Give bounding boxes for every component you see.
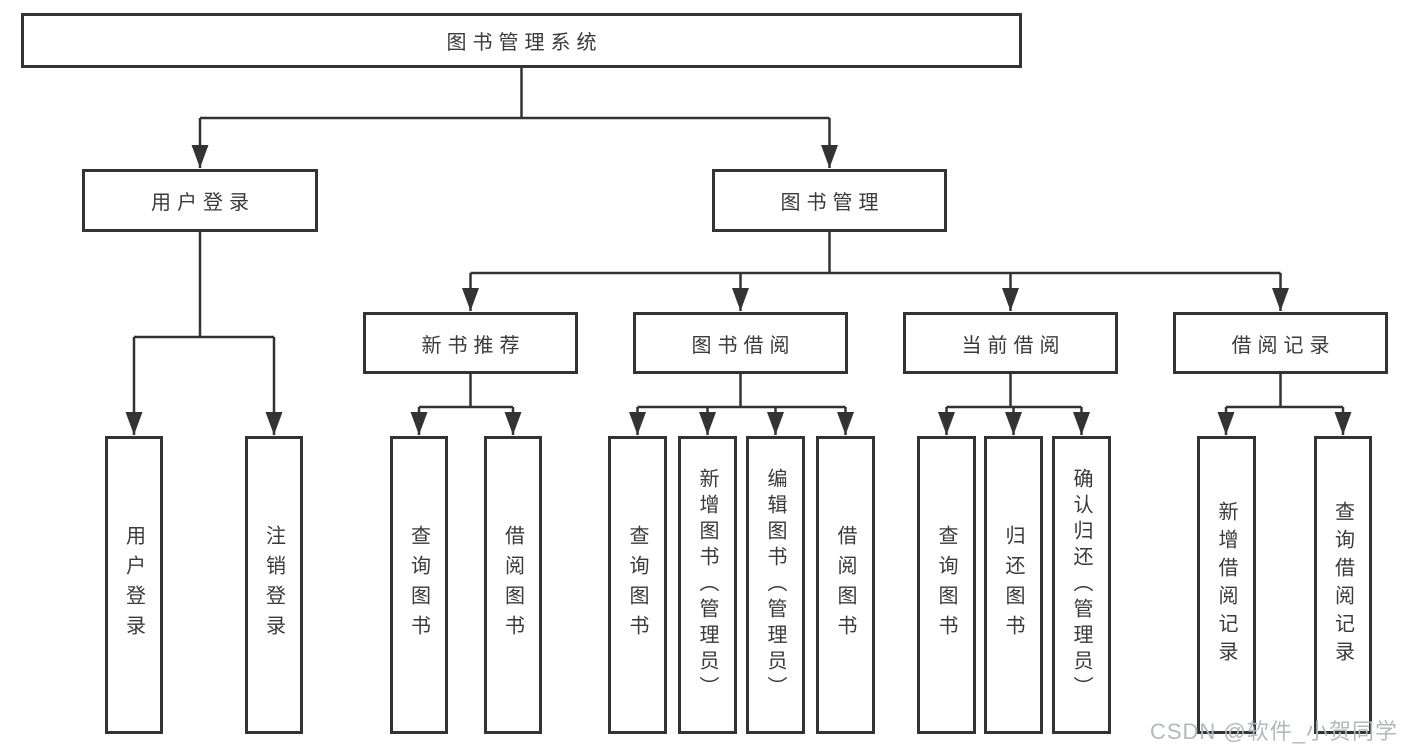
node-new-book-recommend: 新书推荐 [363,312,578,374]
leaf-logout-login: 注销登录 [245,436,303,734]
leaf-bb-add-books-admin: 新增图书（管理员） [678,436,737,734]
leaf-bb-edit-books-admin: 编辑图书（管理员） [746,436,805,734]
leaf-cb-confirm-return-admin: 确认归还（管理员） [1052,436,1111,734]
node-book-borrow: 图书借阅 [633,312,848,374]
node-root-system: 图书管理系统 [21,13,1022,68]
leaf-nbr-borrow-books: 借阅图书 [484,436,542,734]
leaf-bb-query-books: 查询图书 [608,436,667,734]
node-current-borrow: 当前借阅 [903,312,1118,374]
connector-book-borrow-split [637,374,846,409]
leaf-nbr-query-books: 查询图书 [390,436,448,734]
leaf-cb-query-books: 查询图书 [917,436,976,734]
connector-new-book-split [419,374,513,409]
connector-user-login-split [134,232,274,339]
node-user-login: 用户登录 [82,169,318,232]
connector-root-to-level2 [200,68,830,120]
csdn-watermark: CSDN @软件_小贺同学 [1149,719,1398,744]
leaf-br-query-record: 查询借阅记录 [1314,436,1372,734]
leaf-user-login: 用户登录 [105,436,163,734]
connector-book-management-split [470,232,1281,275]
leaf-br-add-record: 新增借阅记录 [1197,436,1256,734]
node-book-management: 图书管理 [712,169,947,232]
connector-borrow-record-split [1226,374,1343,409]
node-borrow-records: 借阅记录 [1173,312,1388,374]
leaf-cb-return-books: 归还图书 [984,436,1043,734]
leaf-bb-borrow-books: 借阅图书 [816,436,875,734]
connector-current-borrow-split [946,374,1082,409]
